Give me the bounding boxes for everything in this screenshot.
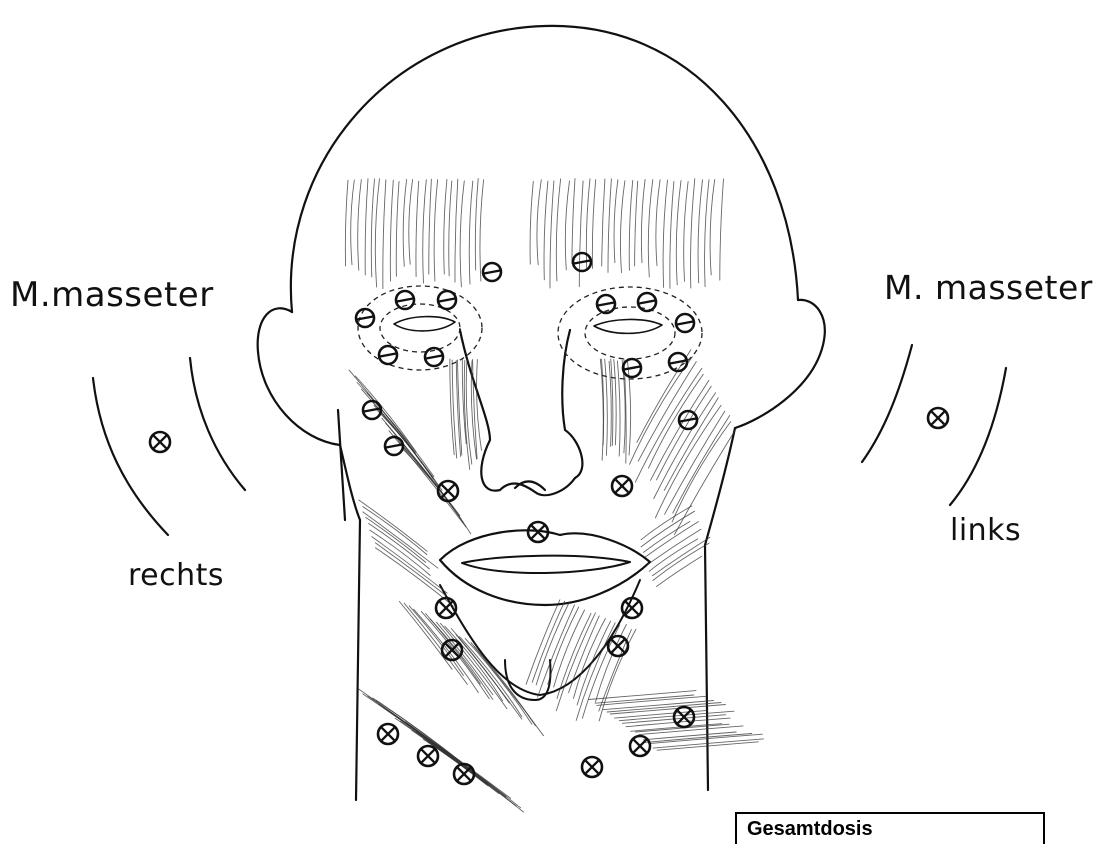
cross-marker <box>418 746 438 766</box>
masseter-right-label: M.masseter <box>10 275 214 315</box>
head-outline <box>258 26 825 800</box>
slash-marker <box>379 346 397 364</box>
slash-marker <box>573 253 591 271</box>
cross-marker <box>150 432 170 452</box>
cross-marker <box>608 636 628 656</box>
slash-marker <box>356 309 374 327</box>
dose-box: Gesamtdosis <box>735 812 1045 844</box>
slash-marker <box>676 314 694 332</box>
slash-marker <box>438 291 456 309</box>
dose-box-title: Gesamtdosis <box>747 818 873 841</box>
cross-marker <box>378 724 398 744</box>
slash-marker <box>623 359 641 377</box>
injection-markers <box>150 253 948 784</box>
side-left-label: links <box>950 513 1021 548</box>
masseter-arcs <box>93 345 1006 535</box>
slash-marker <box>638 293 656 311</box>
slash-marker <box>597 295 615 313</box>
masseter-left-label: M. masseter <box>884 268 1093 307</box>
cross-marker <box>612 476 632 496</box>
muscle-fibers <box>345 179 763 812</box>
cross-marker <box>674 707 694 727</box>
cross-marker <box>630 736 650 756</box>
slash-marker <box>669 353 687 371</box>
slash-marker <box>483 263 501 281</box>
slash-marker <box>363 401 381 419</box>
cross-marker <box>622 598 642 618</box>
cross-marker <box>928 408 948 428</box>
side-right-label: rechts <box>128 558 224 593</box>
cross-marker <box>582 757 602 777</box>
slash-marker <box>385 437 403 455</box>
